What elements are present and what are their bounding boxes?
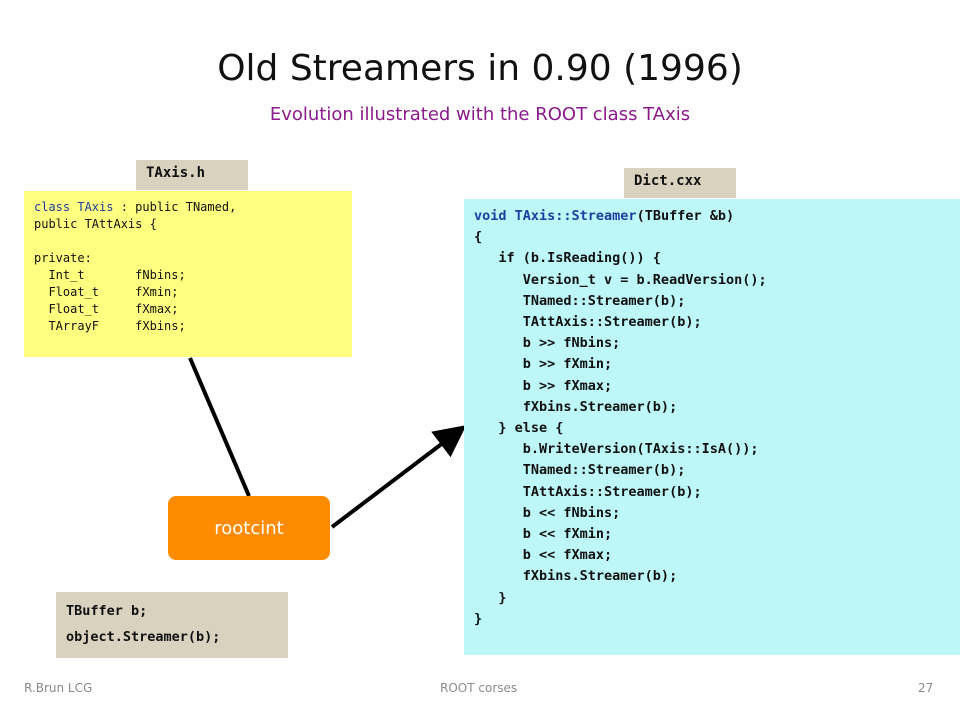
dict-code-line: fXbins.Streamer(b);: [474, 398, 678, 415]
dict-file-code: void TAxis::Streamer(TBuffer &b){ if (b.…: [464, 199, 960, 655]
dict-code-line: b >> fXmin;: [474, 356, 613, 373]
usage-code-line: object.Streamer(b);: [66, 629, 221, 645]
dict-code-line: TAttAxis::Streamer(b);: [474, 314, 702, 331]
dict-code-line: b << fXmax;: [474, 547, 613, 564]
header-code-line: class TAxis : public TNamed,: [34, 200, 237, 214]
dict-code-line: b << fXmin;: [474, 526, 613, 543]
header-code-line: private:: [34, 251, 92, 265]
dict-file-label: Dict.cxx: [624, 168, 736, 198]
footer-course: ROOT corses: [440, 681, 518, 695]
dict-code-line: }: [474, 610, 483, 627]
header-code-line: Int_t fNbins;: [34, 268, 186, 282]
slide-title: Old Streamers in 0.90 (1996): [217, 48, 743, 89]
dict-code-line: b >> fNbins;: [474, 335, 621, 352]
header-file-label: TAxis.h: [136, 160, 248, 190]
rootcint-box: rootcint: [168, 496, 330, 560]
dict-code-line: fXbins.Streamer(b);: [474, 568, 678, 585]
usage-code-line: TBuffer b;: [66, 603, 148, 619]
dict-code-line: TAttAxis::Streamer(b);: [474, 483, 702, 500]
dict-code-line: Version_t v = b.ReadVersion();: [474, 271, 767, 288]
dict-code-line: b << fNbins;: [474, 504, 621, 521]
dict-code-line: b >> fXmax;: [474, 377, 613, 394]
dict-code-line: }: [474, 589, 507, 606]
header-code-line: Float_t fXmin;: [34, 285, 179, 299]
dict-code-line: TNamed::Streamer(b);: [474, 292, 686, 309]
dict-code-line: TNamed::Streamer(b);: [474, 462, 686, 479]
header-code-line: Float_t fXmax;: [34, 302, 179, 316]
usage-code: TBuffer b; object.Streamer(b);: [56, 592, 288, 658]
header-code-line: TArrayF fXbins;: [34, 319, 186, 333]
header-to-rootcint-line: [188, 357, 251, 497]
dict-code-line: {: [474, 229, 483, 246]
header-code-line: [34, 233, 342, 250]
slide-subtitle: Evolution illustrated with the ROOT clas…: [269, 104, 691, 125]
dict-code-line: void TAxis::Streamer(TBuffer &b): [474, 208, 735, 224]
header-code-line: public TAttAxis {: [34, 217, 157, 231]
footer-author: R.Brun LCG: [24, 681, 93, 695]
header-file-code: class TAxis : public TNamed, public TAttA…: [24, 191, 352, 357]
page-number: 27: [918, 681, 934, 695]
dict-code-line: if (b.IsReading()) {: [474, 250, 661, 267]
dict-code-line: b.WriteVersion(TAxis::IsA());: [474, 441, 759, 458]
dict-code-line: } else {: [474, 420, 564, 437]
rootcint-to-dict-arrow: [330, 425, 467, 529]
